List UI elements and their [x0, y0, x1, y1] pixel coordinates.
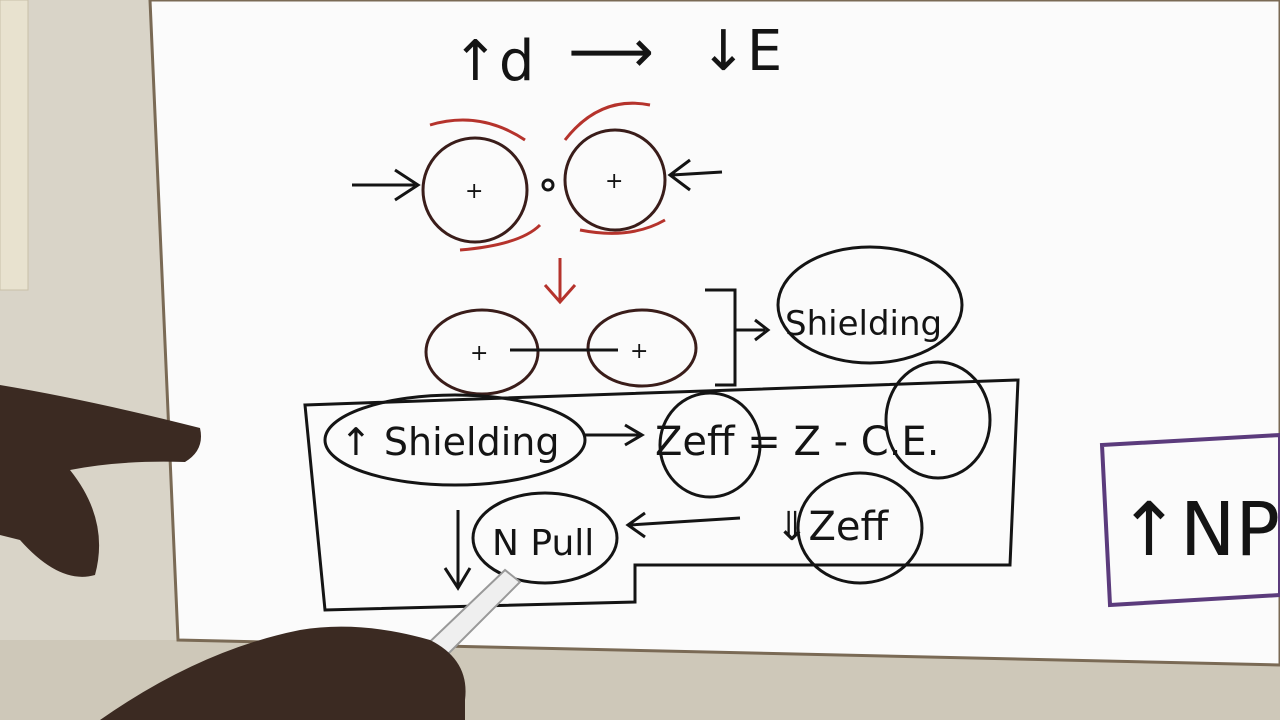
title-arrow: ⟶ [568, 17, 654, 87]
zeff-circle [658, 391, 762, 499]
ce-circle [884, 360, 992, 480]
box-shielding-outline [323, 393, 587, 487]
proton-4: + [630, 339, 648, 364]
atom-pair-top [352, 101, 723, 252]
zeff-to-npull-arrow [625, 511, 741, 539]
atom-pair-middle [424, 288, 771, 396]
npull-down-arrow [443, 510, 472, 591]
title-energy: ↓E [700, 19, 782, 84]
concept-box [303, 378, 1020, 612]
npull-circle [471, 491, 619, 585]
shielding-to-zeff-arrow [585, 423, 645, 447]
title-distance: ↑d [452, 29, 534, 94]
proton-2: + [605, 169, 623, 194]
zeff-down-text: ⇓Zeff [775, 504, 890, 550]
right-purple-box [1099, 432, 1280, 608]
shielding-bubble-text: Shielding [785, 304, 942, 344]
shielding-bubble-outline [776, 245, 964, 365]
right-hand [100, 626, 466, 720]
right-box-text: ↑NPu [1118, 487, 1280, 573]
box-shielding-text: ↑ Shielding [340, 420, 560, 464]
proton-1: + [465, 179, 483, 204]
light-switch [0, 0, 29, 291]
npull-text: N Pull [492, 523, 594, 564]
zeff-down-circle [796, 471, 924, 585]
proton-3: + [470, 341, 488, 366]
down-arrow [543, 258, 577, 305]
left-hand [0, 385, 201, 577]
zeff-formula: Zeff = Z - C.E. [655, 419, 939, 465]
